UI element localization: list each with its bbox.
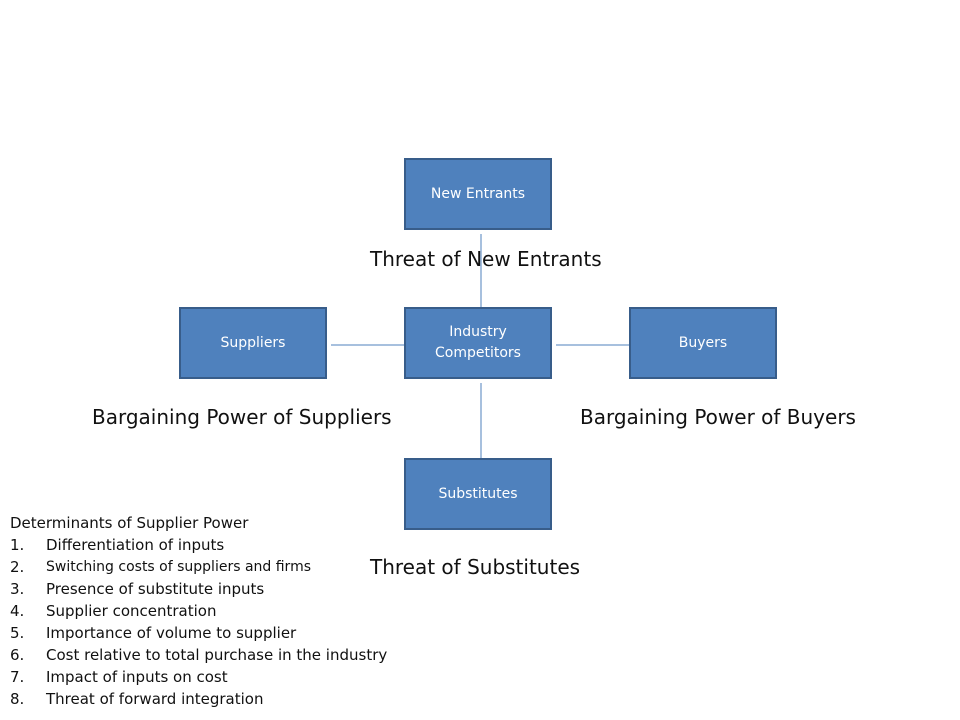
list-number: 5.: [10, 624, 25, 642]
list-text: Presence of substitute inputs: [46, 580, 265, 598]
industry-competitors-box: Industry Competitors: [404, 307, 552, 379]
list-item: 7. Impact of inputs on cost: [10, 666, 430, 688]
list-number: 1.: [10, 536, 25, 554]
list-item: 5. Importance of volume to supplier: [10, 622, 430, 644]
threat-of-new-entrants-label: Threat of New Entrants: [370, 247, 602, 271]
list-text: Impact of inputs on cost: [46, 668, 228, 686]
list-number: 8.: [10, 690, 25, 708]
substitutes-box: Substitutes: [404, 458, 552, 530]
supplier-power-determinants: Determinants of Supplier Power 1. Differe…: [10, 512, 430, 710]
buyers-box: Buyers: [629, 307, 777, 379]
list-text: Differentiation of inputs: [46, 536, 225, 554]
suppliers-label: Suppliers: [220, 334, 286, 351]
new-entrants-label: New Entrants: [430, 185, 526, 202]
substitutes-label: Substitutes: [438, 485, 518, 502]
list-text: Importance of volume to supplier: [46, 624, 297, 642]
list-item: 2. Switching costs of suppliers and firms: [10, 556, 430, 578]
determinants-list: 1. Differentiation of inputs 2. Switching …: [10, 534, 430, 710]
list-number: 7.: [10, 668, 25, 686]
list-item: 1. Differentiation of inputs: [10, 534, 430, 556]
list-number: 3.: [10, 580, 25, 598]
threat-of-substitutes-label: Threat of Substitutes: [370, 555, 581, 579]
list-number: 6.: [10, 646, 25, 664]
list-item: 8. Threat of forward integration: [10, 688, 430, 710]
list-number: 4.: [10, 602, 25, 620]
list-text: Threat of forward integration: [46, 690, 264, 708]
list-text: Supplier concentration: [46, 602, 217, 620]
list-item: 6. Cost relative to total purchase in the…: [10, 644, 430, 666]
list-number: 2.: [10, 558, 25, 576]
list-item: 3. Presence of substitute inputs: [10, 578, 430, 600]
supplier-power-label: Bargaining Power of Suppliers: [92, 405, 392, 429]
buyer-power-label: Bargaining Power of Buyers: [580, 405, 856, 429]
list-text: Cost relative to total purchase in the i…: [46, 646, 388, 664]
industry-competitors-label: Industry Competitors: [435, 324, 521, 361]
suppliers-box: Suppliers: [179, 307, 327, 379]
list-text: Switching costs of suppliers and firms: [46, 559, 312, 575]
buyers-label: Buyers: [678, 334, 728, 351]
list-item: 4. Supplier concentration: [10, 600, 430, 622]
determinants-title: Determinants of Supplier Power: [10, 514, 249, 532]
new-entrants-box: New Entrants: [404, 158, 552, 230]
